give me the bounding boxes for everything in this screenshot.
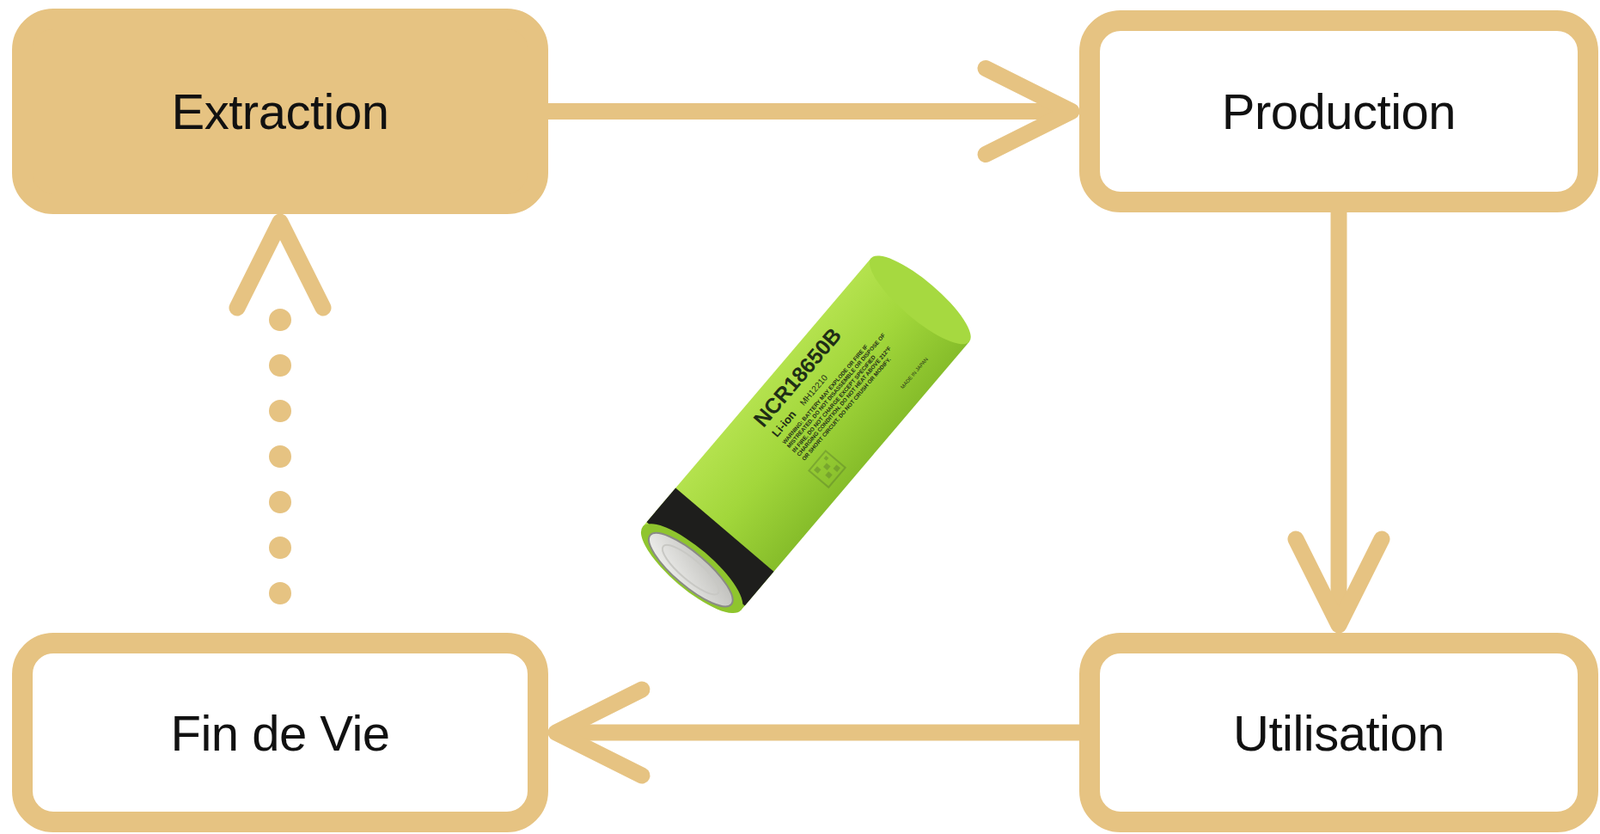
stage-box: Fin de Vie (12, 632, 549, 832)
stage-label: Utilisation (1233, 703, 1445, 762)
stage-box: Utilisation (1079, 632, 1599, 832)
battery-print: NCR18650BLi-ionMH12210WARNING: BATTERY M… (642, 257, 970, 610)
stage-label: Fin de Vie (170, 703, 390, 762)
battery-rim (629, 510, 754, 626)
battery-cell (629, 244, 982, 626)
arrowhead (237, 221, 324, 308)
data-matrix (808, 450, 845, 487)
terminal-ring (656, 537, 726, 601)
connector (1295, 212, 1382, 625)
stage-label: Extraction (171, 82, 390, 141)
stage-box: Production (1079, 10, 1599, 213)
arrowhead (1295, 538, 1382, 625)
battery-terminal (639, 522, 742, 617)
arrowhead (985, 68, 1072, 155)
battery-marking: MADE IN JAPAN (899, 356, 930, 391)
connector-line (556, 724, 1080, 741)
connector-line (1331, 212, 1348, 624)
connector (548, 68, 1072, 155)
arrowhead (555, 689, 642, 776)
dotted-line (268, 275, 292, 593)
connector (555, 689, 1080, 776)
connector (237, 221, 324, 593)
stage-box-highlighted: Extraction (12, 8, 549, 214)
connector-line (548, 103, 1071, 120)
battery-marking: WARNING: BATTERY MAY EXPLODE OR FIRE IF … (781, 326, 904, 462)
stage-label: Production (1221, 82, 1456, 141)
